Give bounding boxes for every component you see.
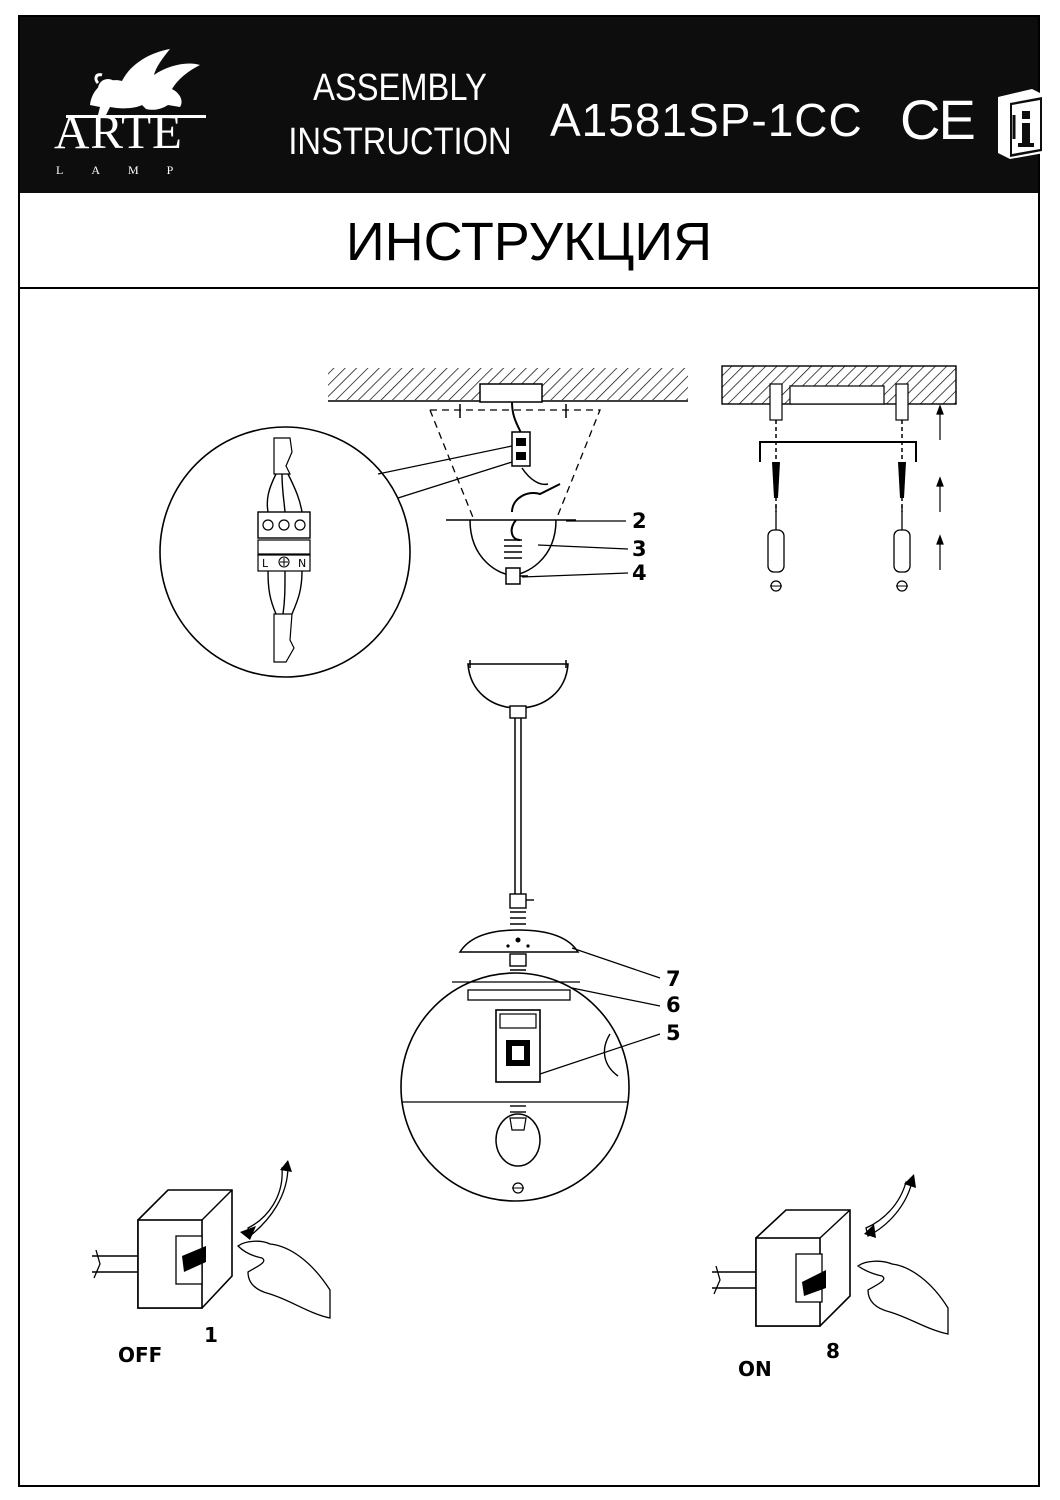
terminal-label-l: L xyxy=(262,557,269,570)
header-band: ARTE LAMP ASSEMBLY INSTRUCTION A1581SP-1… xyxy=(20,17,1044,193)
document-type-line2: INSTRUCTION xyxy=(288,121,512,163)
callout-3: 3 xyxy=(632,537,647,561)
griffin-logo-icon xyxy=(66,49,206,118)
subtitle-band: ИНСТРУКЦИЯ xyxy=(20,193,1038,289)
document-type: ASSEMBLY INSTRUCTION xyxy=(271,61,529,169)
brand-name: ARTE xyxy=(54,104,183,159)
wiring-detail-magnifier xyxy=(159,426,513,678)
switch-off-step: 1 xyxy=(204,1323,218,1347)
switch-on-step: 8 xyxy=(826,1339,840,1363)
pendant-lamp-diagram xyxy=(400,660,661,1202)
document-type-line1: ASSEMBLY xyxy=(313,67,487,109)
switch-on-label: ON xyxy=(738,1357,772,1381)
ceiling-wiring-diagram xyxy=(328,368,688,585)
switch-off-label: OFF xyxy=(118,1343,162,1367)
terminal-label-n: N xyxy=(298,557,306,570)
ce-mark: CE xyxy=(900,88,976,151)
brand-subtitle: LAMP xyxy=(56,163,202,177)
callout-6: 6 xyxy=(666,993,681,1017)
mounting-bracket-diagram xyxy=(721,365,957,592)
callout-4: 4 xyxy=(632,561,647,585)
model-code: A1581SP-1CC xyxy=(550,94,863,146)
read-manual-icon xyxy=(998,89,1044,159)
switch-on-diagram xyxy=(712,1174,949,1335)
switch-off-diagram xyxy=(92,1160,331,1319)
page-frame xyxy=(18,15,1040,1487)
callout-5: 5 xyxy=(666,1021,681,1045)
page-title: ИНСТРУКЦИЯ xyxy=(345,212,713,272)
callout-2: 2 xyxy=(632,509,647,533)
callout-7: 7 xyxy=(666,967,681,991)
